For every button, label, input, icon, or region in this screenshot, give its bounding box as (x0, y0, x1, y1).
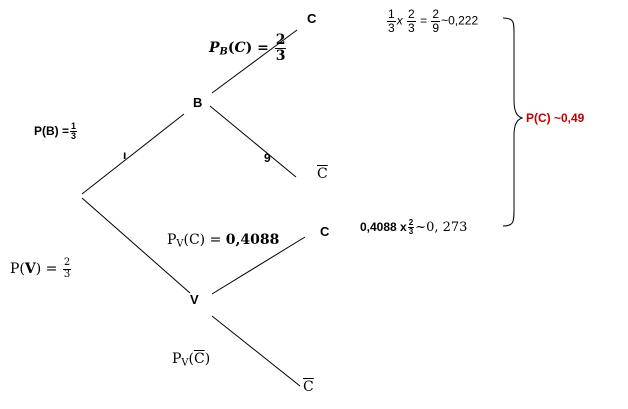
prob-c-given-v-value: 0,4088 (225, 232, 280, 248)
branch-v-to-cbar (211, 315, 301, 387)
branch-b-to-cbar (209, 105, 297, 178)
calc-top-times: x (396, 13, 403, 28)
node-v: V (190, 292, 199, 307)
prob-c-given-v-label: PV(C) = 0,4088 (167, 233, 279, 249)
prob-cbar-given-v-label: PV(C) (172, 352, 210, 368)
prob-c-given-v-p: P (167, 232, 177, 248)
prob-c-given-b-close: ) = (245, 40, 269, 57)
prob-v-prefix: P( (10, 261, 25, 277)
prob-c-given-v-sub: V (176, 238, 184, 250)
branch-v-to-c (211, 236, 306, 295)
node-cbar-top: C (317, 166, 328, 182)
prob-cbar-given-v-close: ) (204, 351, 211, 367)
node-c-middle: C (320, 224, 330, 239)
calc-top-f2-num: 2 (407, 7, 416, 22)
prob-v-suffix: ) = (35, 261, 58, 277)
node-cbar-bottom: C (303, 379, 314, 395)
calc-bottom-den: 3 (408, 227, 414, 237)
prob-c-given-v-open: (C) = (183, 232, 222, 248)
calc-top-f1-den: 3 (388, 20, 395, 35)
prob-cbar-given-v-sub: V (181, 357, 189, 369)
prob-c-given-b-sub: B (219, 46, 228, 58)
prob-c-given-b-numerator: 2 (274, 32, 287, 49)
prob-c-given-b-open: ( (227, 40, 235, 57)
prob-v-var: V (24, 261, 36, 277)
prob-cbar-given-v-p: P (172, 351, 182, 367)
calc-bottom-num: 2 (407, 218, 415, 229)
prob-c-given-b-p: P (209, 40, 220, 57)
branch-b-to-c (211, 29, 298, 94)
result-probability-c: P(C) ~0,49 (526, 111, 585, 125)
prob-cbar-given-v-open: ( (188, 351, 194, 367)
prob-v-denominator: 3 (63, 268, 71, 280)
calc-top-f1-num: 1 (387, 7, 396, 22)
node-b: B (193, 95, 203, 110)
prob-b-prefix: P(B) = (34, 124, 70, 139)
calc-top-f3-num: 2 (431, 7, 441, 22)
prob-b-numerator: 1 (70, 121, 78, 133)
stray-mark: ı (123, 148, 127, 162)
prob-v-numerator: 2 (62, 257, 72, 270)
calc-top-equals: = (420, 13, 428, 28)
calc-bottom-lead: 0,4088 x (360, 220, 407, 235)
calc-top-f2-den: 3 (408, 20, 415, 35)
branch-root-to-b (81, 113, 185, 195)
prob-c-given-b-denominator: 3 (275, 47, 286, 64)
prob-c-given-b-var: C (234, 40, 246, 57)
calc-top-approx: ~0,222 (441, 13, 479, 28)
prob-b-denominator: 3 (71, 131, 77, 142)
stray-nine: 9 (264, 151, 271, 165)
calc-bottom-approx: ~0, 273 (415, 220, 468, 236)
calc-top-f3-den: 9 (432, 20, 440, 35)
right-curly-brace (502, 17, 524, 227)
prob-cbar-given-v-var: C (193, 351, 205, 367)
node-c-top: C (307, 11, 317, 26)
branch-root-to-v (81, 197, 191, 294)
